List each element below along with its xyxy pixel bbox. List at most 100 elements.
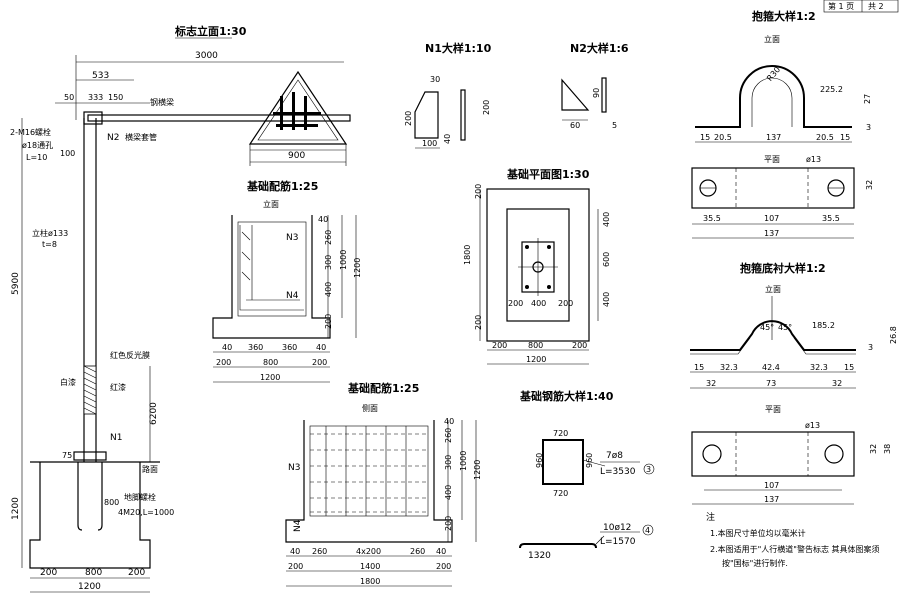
- hoop-d355b: 35.5: [822, 214, 840, 223]
- hoop-d15b: 15: [840, 133, 850, 142]
- hole-label: ø18通孔: [22, 140, 53, 150]
- dim-533: 533: [92, 71, 109, 81]
- fdn-d400: 400: [324, 282, 333, 297]
- plan-d200a: 200: [474, 184, 483, 199]
- hoop-phi13: ø13: [806, 155, 821, 164]
- foundation-rebar-front: 基础配筋1:25 立面 N3 N4 40 260 300 400 200 100…: [212, 179, 362, 383]
- note-1: 1.本图尺寸单位均以毫米计: [710, 528, 806, 538]
- hoop-d205a: 20.5: [714, 133, 732, 142]
- n1-dim-40: 40: [443, 134, 452, 144]
- hoop-d137: 137: [766, 133, 781, 142]
- fdn-side-title: 基础配筋1:25: [347, 381, 419, 395]
- fdn-d260: 260: [324, 230, 333, 245]
- dim-200a: 200: [40, 568, 57, 578]
- plan-b400: 400: [531, 299, 546, 308]
- rebar-r4: 10ø12: [603, 523, 631, 533]
- fdn-n4: N4: [286, 291, 299, 301]
- hoop-d225: 225.2: [820, 85, 843, 94]
- beam-clamp: [83, 111, 103, 125]
- rebar-d1320: 1320: [528, 551, 551, 561]
- liner-d3: 3: [868, 343, 873, 352]
- side-b40a: 40: [290, 547, 300, 556]
- fdn-side-sub: 侧面: [362, 403, 378, 413]
- steel-beam: [87, 114, 351, 122]
- liner-d32a: 32: [706, 379, 716, 388]
- rebar-d720b: 720: [553, 489, 568, 498]
- side-d260: 260: [444, 428, 453, 443]
- liner-d32b: 32: [832, 379, 842, 388]
- dim-800: 800: [85, 568, 102, 578]
- page-total: 共 2: [868, 2, 884, 11]
- n1-dim-100: 100: [422, 139, 437, 148]
- anchor-bolts: [77, 462, 103, 531]
- fdn-d1200: 1200: [353, 258, 362, 278]
- liner-d137: 137: [764, 495, 779, 504]
- hoop-detail: 抱箍大样1:2 立面 R30 225.2 27 3 15 20.5 137 20…: [691, 9, 874, 239]
- dim-1200w: 1200: [78, 582, 101, 592]
- liner-d107: 107: [764, 481, 779, 490]
- n2-dim-60: 60: [570, 121, 580, 130]
- hoop-d137b: 137: [764, 229, 779, 238]
- plan-b200a: 200: [508, 299, 523, 308]
- thk-label: t=8: [42, 240, 57, 249]
- dim-1200: 1200: [11, 497, 21, 520]
- side-b1800: 1800: [360, 577, 380, 586]
- side-d300: 300: [444, 455, 453, 470]
- dim-900: 900: [288, 151, 305, 161]
- warning-triangle: [248, 70, 348, 145]
- hoop-d32: 32: [865, 180, 874, 190]
- side-b1400: 1400: [360, 562, 380, 571]
- liner-d1852: 185.2: [812, 321, 835, 330]
- post-label: 立柱ø133: [32, 228, 68, 238]
- foundation-block: [29, 462, 151, 569]
- n2-dim-5: 5: [612, 121, 617, 130]
- fdn-b200b: 200: [312, 358, 327, 367]
- rebar-title: 基础钢筋大样1:40: [519, 389, 614, 403]
- rebar-d960b: 960: [585, 453, 594, 468]
- liner-d38: 38: [883, 444, 892, 454]
- white-label: 白漆: [60, 377, 76, 387]
- plan-b800: 800: [528, 341, 543, 350]
- notes: 注 1.本图尺寸单位均以毫米计 2.本图适用于"人行横道"警告标志 其具体图案须…: [706, 511, 880, 568]
- liner-phi13: ø13: [805, 421, 820, 430]
- dim-100: 100: [60, 149, 75, 158]
- fdn-b360b: 360: [282, 343, 297, 352]
- anchor-spec: 4M20,L=1000: [118, 508, 174, 517]
- side-d40: 40: [444, 417, 454, 426]
- bolt-label: 2-M16螺栓: [10, 127, 51, 137]
- side-d1200: 1200: [473, 460, 482, 480]
- hoop-d107: 107: [764, 214, 779, 223]
- beam-label: 钢横梁: [150, 97, 174, 107]
- side-b40b: 40: [436, 547, 446, 556]
- side-d200: 200: [444, 516, 453, 531]
- fdn-n3: N3: [286, 233, 298, 243]
- page-number: 第 1 页: [828, 1, 854, 11]
- liner-d323a: 32.3: [720, 363, 738, 372]
- hoop-d355a: 35.5: [703, 214, 721, 223]
- liner-d268: 26.8: [889, 326, 898, 344]
- sign-elevation: 标志立面1:30 3000 533 50 333 150 钢横梁 N2 横梁套管…: [10, 24, 351, 593]
- liner-a45b: 45°: [778, 323, 792, 332]
- note-3: 按"国标"进行制作.: [722, 558, 788, 568]
- reflect-label: 红色反光膜: [110, 350, 150, 360]
- liner-d15b: 15: [844, 363, 854, 372]
- rebar-r3: 7ø8: [606, 451, 623, 461]
- side-b260b: 260: [410, 547, 425, 556]
- notes-head: 注: [706, 511, 715, 523]
- n2-detail: N2大样1:6 90 60 5: [561, 41, 629, 130]
- dim-50: 50: [64, 93, 74, 102]
- side-n3: N3: [288, 463, 300, 473]
- fdn-b200a: 200: [216, 358, 231, 367]
- side-b260a: 260: [312, 547, 327, 556]
- liner-d15a: 15: [694, 363, 704, 372]
- fdn-b40b: 40: [316, 343, 326, 352]
- clamp-label: 横梁套管: [125, 132, 157, 142]
- note-2: 2.本图适用于"人行横道"警告标志 其具体图案须: [710, 544, 880, 554]
- fdn-d300: 300: [324, 255, 333, 270]
- plan-b200b: 200: [558, 299, 573, 308]
- n1-label: N1: [110, 433, 122, 443]
- n1-dim-200: 200: [404, 111, 413, 126]
- n2-dim-90: 90: [592, 88, 601, 98]
- dim-3000: 3000: [195, 51, 218, 61]
- len-label: L=10: [26, 153, 47, 162]
